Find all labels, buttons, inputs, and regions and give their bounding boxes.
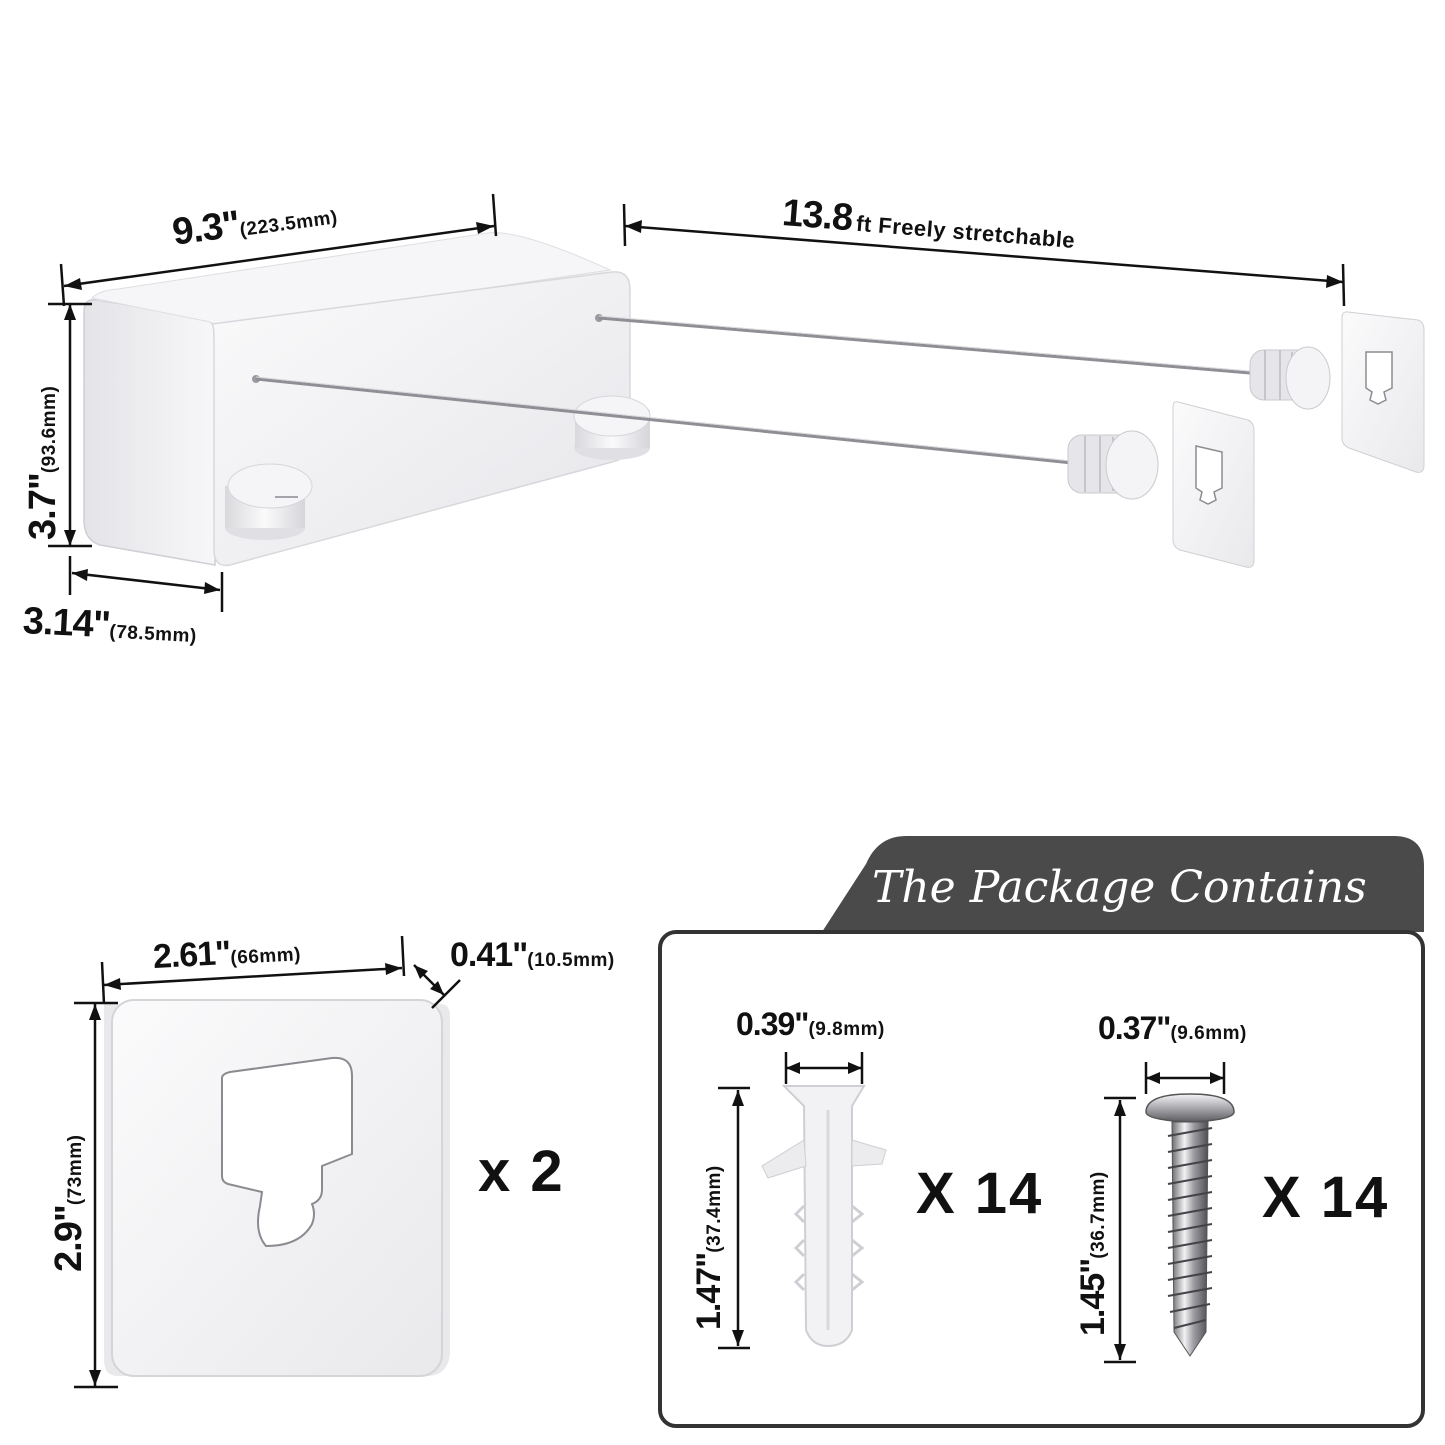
anchor-width-value: 0.39" [736, 1006, 809, 1042]
anchor-width-mm: (9.8mm) [808, 1019, 885, 1040]
screw [1145, 1093, 1235, 1357]
anchor-dimension-lines [718, 1052, 864, 1350]
plate-thickness-mm: (10.5mm) [527, 950, 615, 971]
main-height-mm: (93.6mm) [39, 385, 60, 474]
plate-height-value: 2.9" [48, 1205, 90, 1272]
screw-quantity: X 14 [1262, 1165, 1390, 1230]
package-panel [658, 836, 1425, 1428]
anchor-length-mm: (37.4mm) [704, 1165, 725, 1253]
screw-width-value: 0.37" [1098, 1010, 1171, 1046]
plate-quantity: x 2 [478, 1139, 565, 1204]
wall-plate-large [104, 999, 450, 1377]
plate-height-mm: (73mm) [65, 1134, 86, 1206]
screw-length-mm: (36.7mm) [1088, 1171, 1109, 1259]
screw-dimension-lines [1104, 1062, 1226, 1364]
main-depth-mm: (78.5mm) [108, 621, 198, 648]
screw-length-value: 1.45" [1074, 1258, 1112, 1336]
screw-width-mm: (9.6mm) [1170, 1023, 1247, 1044]
plate-width-label: 2.61"(66mm) [152, 930, 302, 977]
right-knob [573, 395, 651, 460]
plate-width-value: 2.61" [152, 933, 232, 976]
main-depth-value: 3.14" [21, 600, 111, 647]
screw-width-label: 0.37"(9.6mm) [1098, 1010, 1247, 1047]
package-title-banner [822, 836, 1424, 932]
wall-plate-small-upper [1341, 311, 1425, 473]
lower-hook [1067, 430, 1159, 500]
anchor-quantity: X 14 [916, 1161, 1044, 1226]
main-dimension-lines [48, 193, 1346, 612]
upper-hook [1249, 346, 1331, 410]
line-length-value: 13.8 [780, 192, 854, 240]
wall-plate-small-lower [1172, 401, 1255, 568]
anchor-width-label: 0.39"(9.8mm) [736, 1006, 885, 1043]
main-height-value: 3.7" [22, 473, 64, 540]
plate-width-mm: (66mm) [229, 944, 302, 969]
main-depth-label: 3.14"(78.5mm) [22, 600, 198, 652]
plate-thickness-value: 0.41" [450, 936, 528, 974]
main-width-value: 9.3" [170, 203, 242, 254]
left-knob [225, 463, 313, 540]
main-height-label: 3.7"(93.6mm) [22, 386, 65, 540]
plate-thickness-label: 0.41"(10.5mm) [450, 936, 615, 975]
plate-dimension-lines [74, 935, 461, 1389]
anchor-length-label: 1.47"(37.4mm) [690, 1165, 729, 1330]
wall-anchor [761, 1085, 887, 1348]
anchor-length-value: 1.47" [690, 1252, 728, 1330]
main-unit [83, 232, 1425, 568]
screw-length-label: 1.45"(36.7mm) [1074, 1171, 1113, 1336]
plate-height-label: 2.9"(73mm) [48, 1135, 91, 1272]
package-title: The Package Contains [872, 862, 1367, 913]
